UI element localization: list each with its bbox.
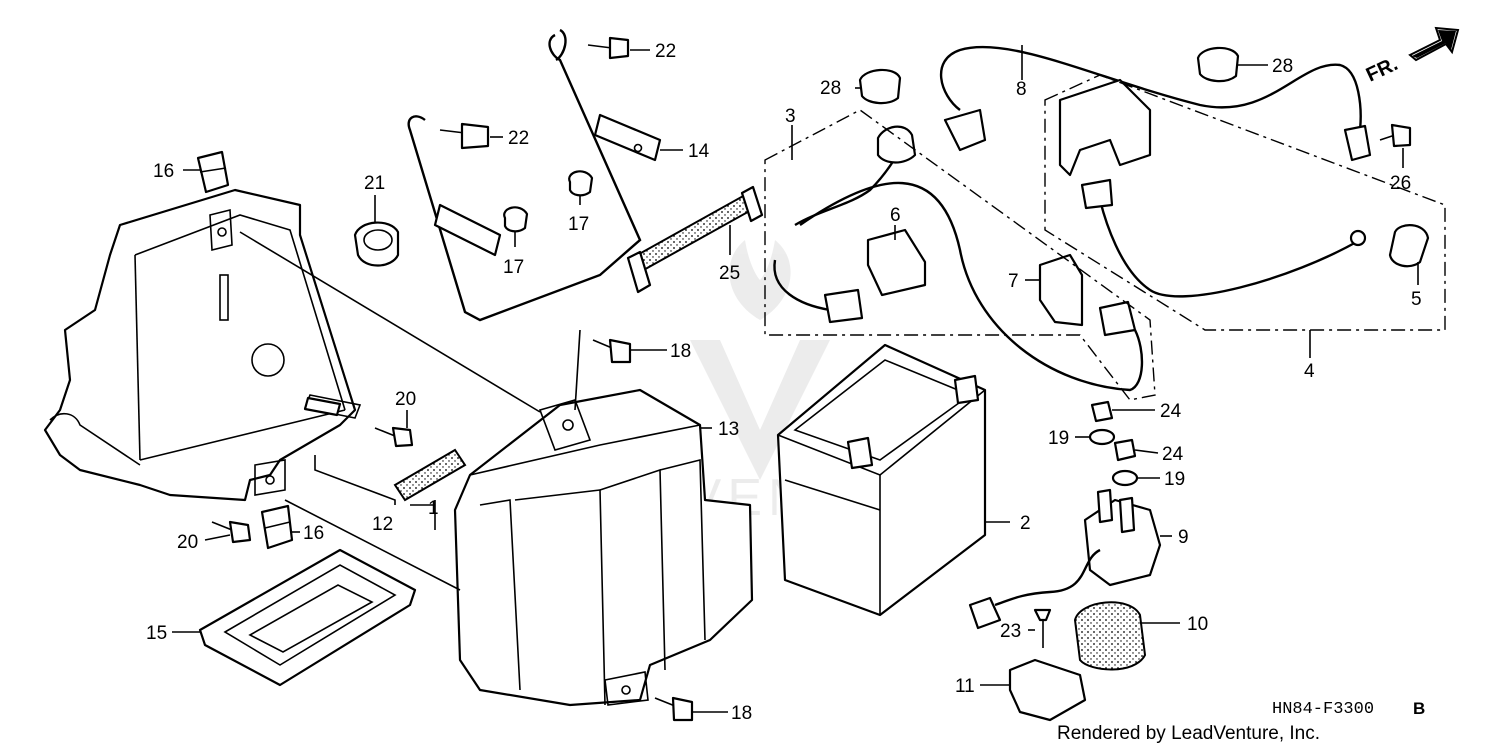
bolt-part-18-bottom <box>654 696 694 722</box>
callout-24-b: 24 <box>1162 444 1184 465</box>
callout-11: 11 <box>955 676 975 697</box>
tray-part-15 <box>198 548 417 687</box>
callout-14: 14 <box>688 141 710 162</box>
diagram-code: HN84-F3300 <box>1272 700 1374 719</box>
battery-part-2 <box>776 343 987 617</box>
callout-24-a: 24 <box>1160 401 1182 422</box>
callout-20-upper: 20 <box>395 389 416 410</box>
bolt-part-22-mid <box>439 122 490 150</box>
nut-part-17-a <box>568 170 594 197</box>
callout-23: 23 <box>1000 621 1021 642</box>
callout-17-a: 17 <box>568 214 589 235</box>
clamp-part-21 <box>353 221 400 267</box>
callout-28-left: 28 <box>820 78 841 99</box>
clip-nut-part-16-bottom <box>260 504 294 550</box>
battery-box-part-13 <box>453 388 754 707</box>
callout-labels: 1 2 3 4 5 6 7 8 9 10 11 12 13 14 15 16 1… <box>146 41 1422 724</box>
callout-16-top: 16 <box>153 161 174 182</box>
callout-19-a: 19 <box>1048 428 1069 449</box>
cover-part-6 <box>866 228 927 297</box>
grommet-part-28-left <box>858 68 902 105</box>
bracket-part-11 <box>1008 658 1087 722</box>
callout-12: 12 <box>372 514 393 535</box>
callout-8: 8 <box>1016 79 1027 100</box>
bolt-part-18-top <box>592 338 632 364</box>
callout-18-bottom: 18 <box>731 703 752 724</box>
callout-15: 15 <box>146 623 167 644</box>
front-direction-label: FR. <box>1363 53 1401 87</box>
harness-part-3 <box>773 125 1144 392</box>
bolt-part-20-upper <box>374 426 414 448</box>
holder-rod-part-14 <box>407 28 662 322</box>
callout-22-mid: 22 <box>508 128 529 149</box>
callout-4: 4 <box>1304 361 1315 382</box>
callout-22-top: 22 <box>655 41 676 62</box>
callout-6: 6 <box>890 205 901 226</box>
front-direction-arrow-icon: FR. <box>1363 26 1460 87</box>
callout-16-bottom: 16 <box>303 523 324 544</box>
callout-26: 26 <box>1390 173 1411 194</box>
callout-1: 1 <box>428 498 439 519</box>
callout-25: 25 <box>719 263 740 284</box>
callout-5: 5 <box>1411 289 1422 310</box>
washer-part-19-b <box>1111 469 1139 487</box>
rubber-strip-part-12 <box>303 396 342 417</box>
diagram-code-suffix: B <box>1413 699 1425 718</box>
rubber-mount-part-10 <box>1073 601 1147 671</box>
bolt-part-20-lower <box>211 520 252 544</box>
callout-19-b: 19 <box>1164 469 1185 490</box>
bolt-part-26 <box>1379 123 1412 148</box>
callout-21: 21 <box>364 173 385 194</box>
callout-9: 9 <box>1178 527 1189 548</box>
terminal-cap-part-5 <box>1388 224 1430 268</box>
nut-part-17-b <box>503 206 529 233</box>
render-credit: Rendered by LeadVenture, Inc. <box>1057 723 1320 744</box>
cover-part-7 <box>1038 253 1084 327</box>
strap-part-25 <box>626 185 764 294</box>
cable-group-outline <box>1044 74 1446 331</box>
nut-part-24-a <box>1090 400 1114 423</box>
grommet-part-28-right <box>1196 46 1240 83</box>
nut-part-24-b <box>1113 438 1137 462</box>
callout-3: 3 <box>785 106 796 127</box>
clip-nut-part-16-top <box>196 150 230 194</box>
washer-part-19-a <box>1088 428 1116 446</box>
bolt-part-22-top <box>587 36 630 60</box>
callout-18-top: 18 <box>670 341 691 362</box>
callout-2: 2 <box>1020 513 1031 534</box>
callout-28-right: 28 <box>1272 56 1293 77</box>
pad-part-1 <box>393 448 467 502</box>
cable-part-4 <box>1058 78 1367 298</box>
battery-case-part <box>43 188 362 502</box>
callout-20-lower: 20 <box>177 532 198 553</box>
leader-lines <box>172 45 1419 713</box>
relay-part-9 <box>968 488 1162 630</box>
callout-7: 7 <box>1008 271 1019 292</box>
cable-part-8 <box>940 45 1372 162</box>
harness-group-outline <box>764 109 1156 401</box>
callout-13: 13 <box>718 419 739 440</box>
screw-part-23 <box>1033 608 1052 648</box>
callout-17-b: 17 <box>503 257 524 278</box>
callout-10: 10 <box>1187 614 1208 635</box>
